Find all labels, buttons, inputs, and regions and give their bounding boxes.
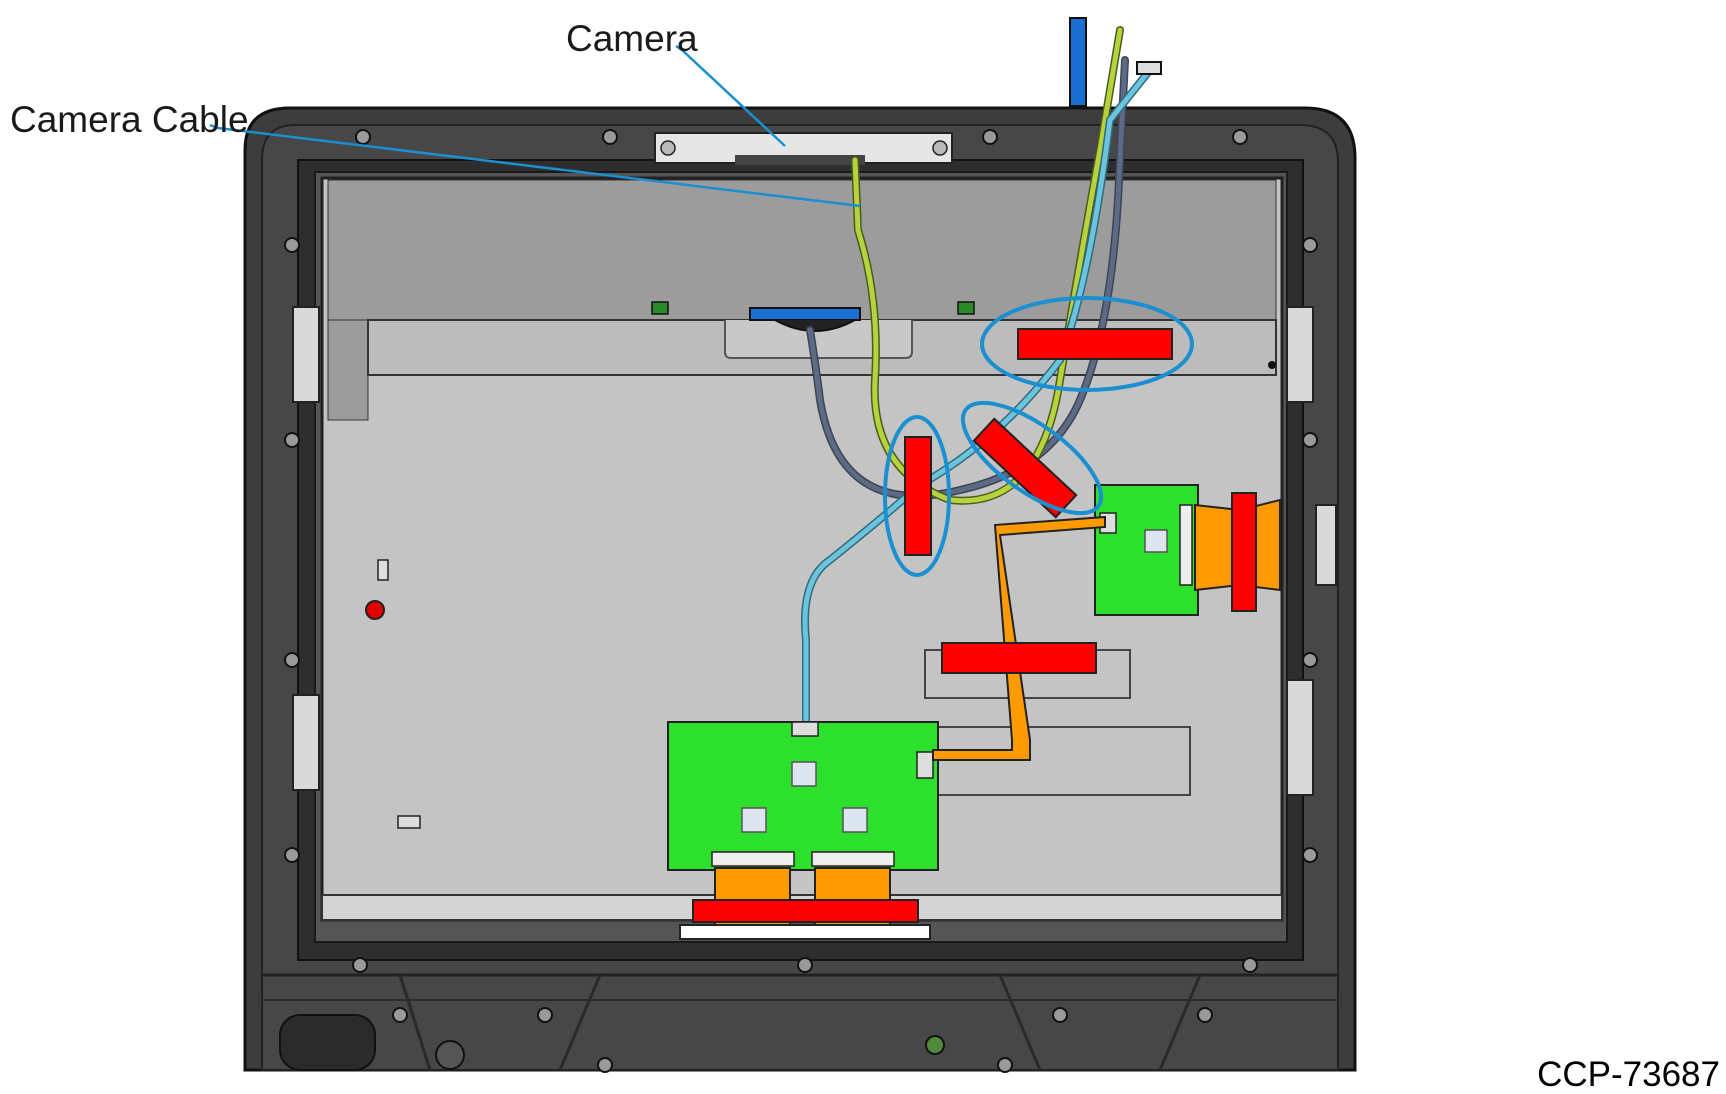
camera-cable-callout: Camera Cable: [10, 99, 249, 140]
pcb-lower: [667, 721, 939, 871]
camera-module: [654, 132, 953, 165]
cables: [801, 17, 1162, 724]
leader-lines: [209, 44, 861, 208]
figure-code: CCP-73687: [1537, 1055, 1720, 1094]
highlight-rings: [883, 296, 1194, 577]
pcb-upper: [1094, 484, 1199, 616]
bezel-screws: [284, 129, 1318, 1073]
tape-strips: [692, 328, 1257, 923]
side-brackets: [292, 306, 1337, 796]
camera-callout: Camera: [566, 18, 698, 59]
